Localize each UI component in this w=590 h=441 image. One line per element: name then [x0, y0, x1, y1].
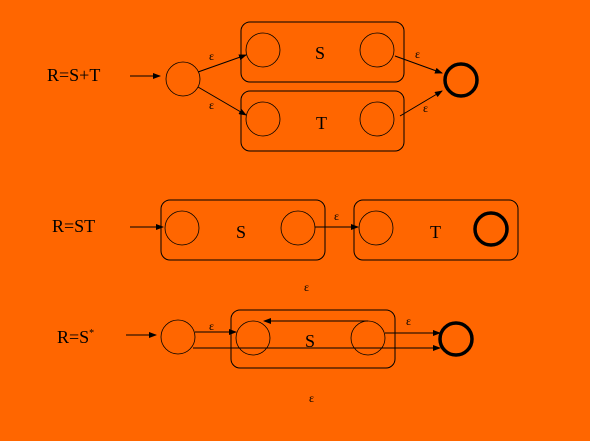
concat-box-t — [353, 199, 519, 261]
union-eps-1: ε — [209, 49, 214, 63]
star-eps-below: ε — [309, 391, 314, 405]
star-box-s — [230, 309, 396, 369]
union-box-s-label: S — [315, 43, 325, 63]
union-arrow-start-to-s — [197, 54, 247, 73]
concat-s-end-state — [280, 210, 316, 246]
star-s-end-state — [350, 320, 386, 356]
union-arrow-s-to-final — [394, 55, 443, 74]
union-label: R=S+T — [47, 65, 100, 85]
union-box-s — [240, 21, 405, 83]
union-s-start-state — [245, 32, 281, 68]
union-arrow-start-to-t — [197, 86, 247, 116]
star-eps-start: ε — [209, 319, 214, 333]
concat-construction: R=ST S ε T ε — [52, 199, 519, 294]
union-eps-3: ε — [415, 47, 420, 61]
union-arrow-t-to-final — [399, 90, 443, 117]
union-t-end-state — [359, 101, 395, 137]
concat-eps-mid: ε — [334, 209, 339, 223]
concat-box-t-label: T — [430, 222, 441, 242]
star-s-start-state — [235, 320, 271, 356]
concat-final-state — [473, 211, 509, 247]
star-start-state — [160, 319, 196, 355]
union-t-start-state — [245, 101, 281, 137]
star-construction: R=S* S ε ε ε — [57, 309, 474, 405]
union-s-end-state — [359, 32, 395, 68]
union-eps-4: ε — [423, 101, 428, 115]
union-box-t-label: T — [316, 113, 327, 133]
star-box-s-label: S — [305, 331, 315, 351]
star-eps-end: ε — [406, 314, 411, 328]
concat-t-start-state — [358, 210, 394, 246]
concat-label: R=ST — [52, 216, 95, 236]
union-box-t — [240, 90, 405, 152]
union-start-state — [165, 61, 201, 97]
concat-s-start-state — [164, 210, 200, 246]
star-final-state — [438, 321, 474, 357]
star-label: R=S* — [57, 327, 94, 347]
union-construction: R=S+T S T ε ε ε ε — [47, 21, 479, 152]
union-final-state — [443, 62, 479, 98]
concat-box-s-label: S — [236, 222, 246, 242]
union-eps-2: ε — [209, 98, 214, 112]
concat-eps-below: ε — [304, 280, 309, 294]
concat-box-s — [160, 199, 326, 261]
